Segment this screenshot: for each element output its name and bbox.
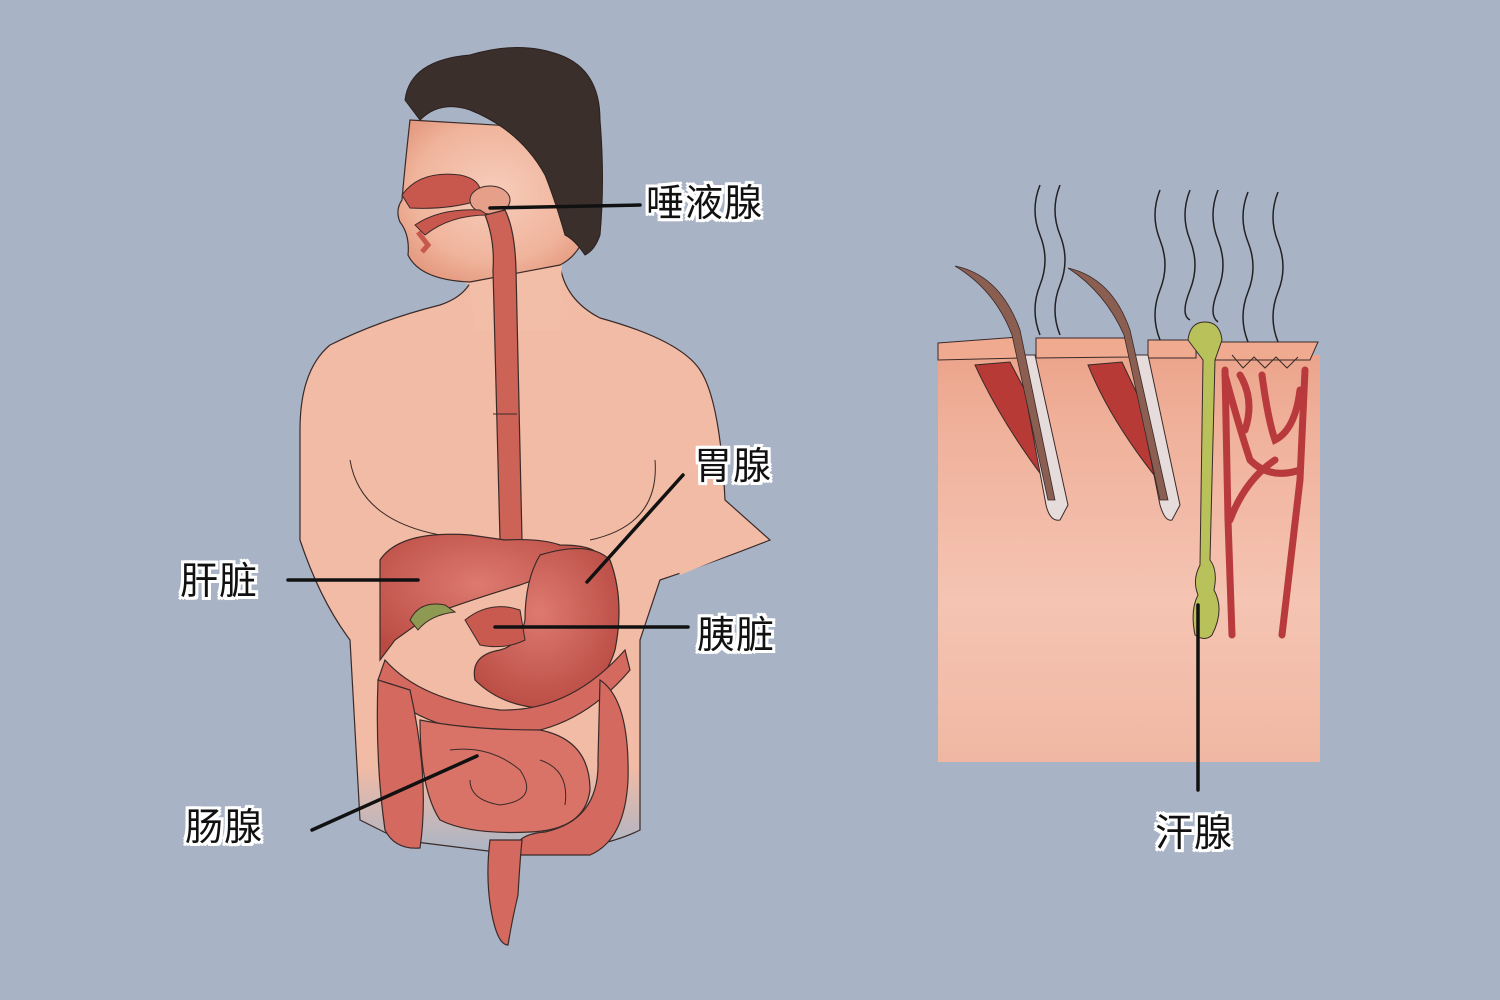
sweat-gland <box>1187 321 1223 639</box>
capillary-network <box>1221 366 1309 639</box>
sweat-vapor-lines <box>1034 184 1284 343</box>
label-intestinal-gland: 肠腺 <box>185 805 264 849</box>
gastric-leader-line <box>585 473 685 584</box>
salivary-leader-line <box>488 203 642 210</box>
hair-follicle <box>1067 267 1181 521</box>
label-pancreas: 胰脏 <box>697 613 776 657</box>
small-intestine-shape <box>419 719 591 834</box>
label-liver: 肝脏 <box>180 559 259 603</box>
hair-follicle <box>954 265 1069 521</box>
head <box>397 47 603 283</box>
label-gastric-gland: 胃腺 <box>694 444 773 488</box>
label-sweat-gland: 汗腺 <box>1155 811 1234 855</box>
intestinal-leader-line <box>310 754 479 832</box>
label-salivary-gland: 唾液腺 <box>646 181 764 225</box>
